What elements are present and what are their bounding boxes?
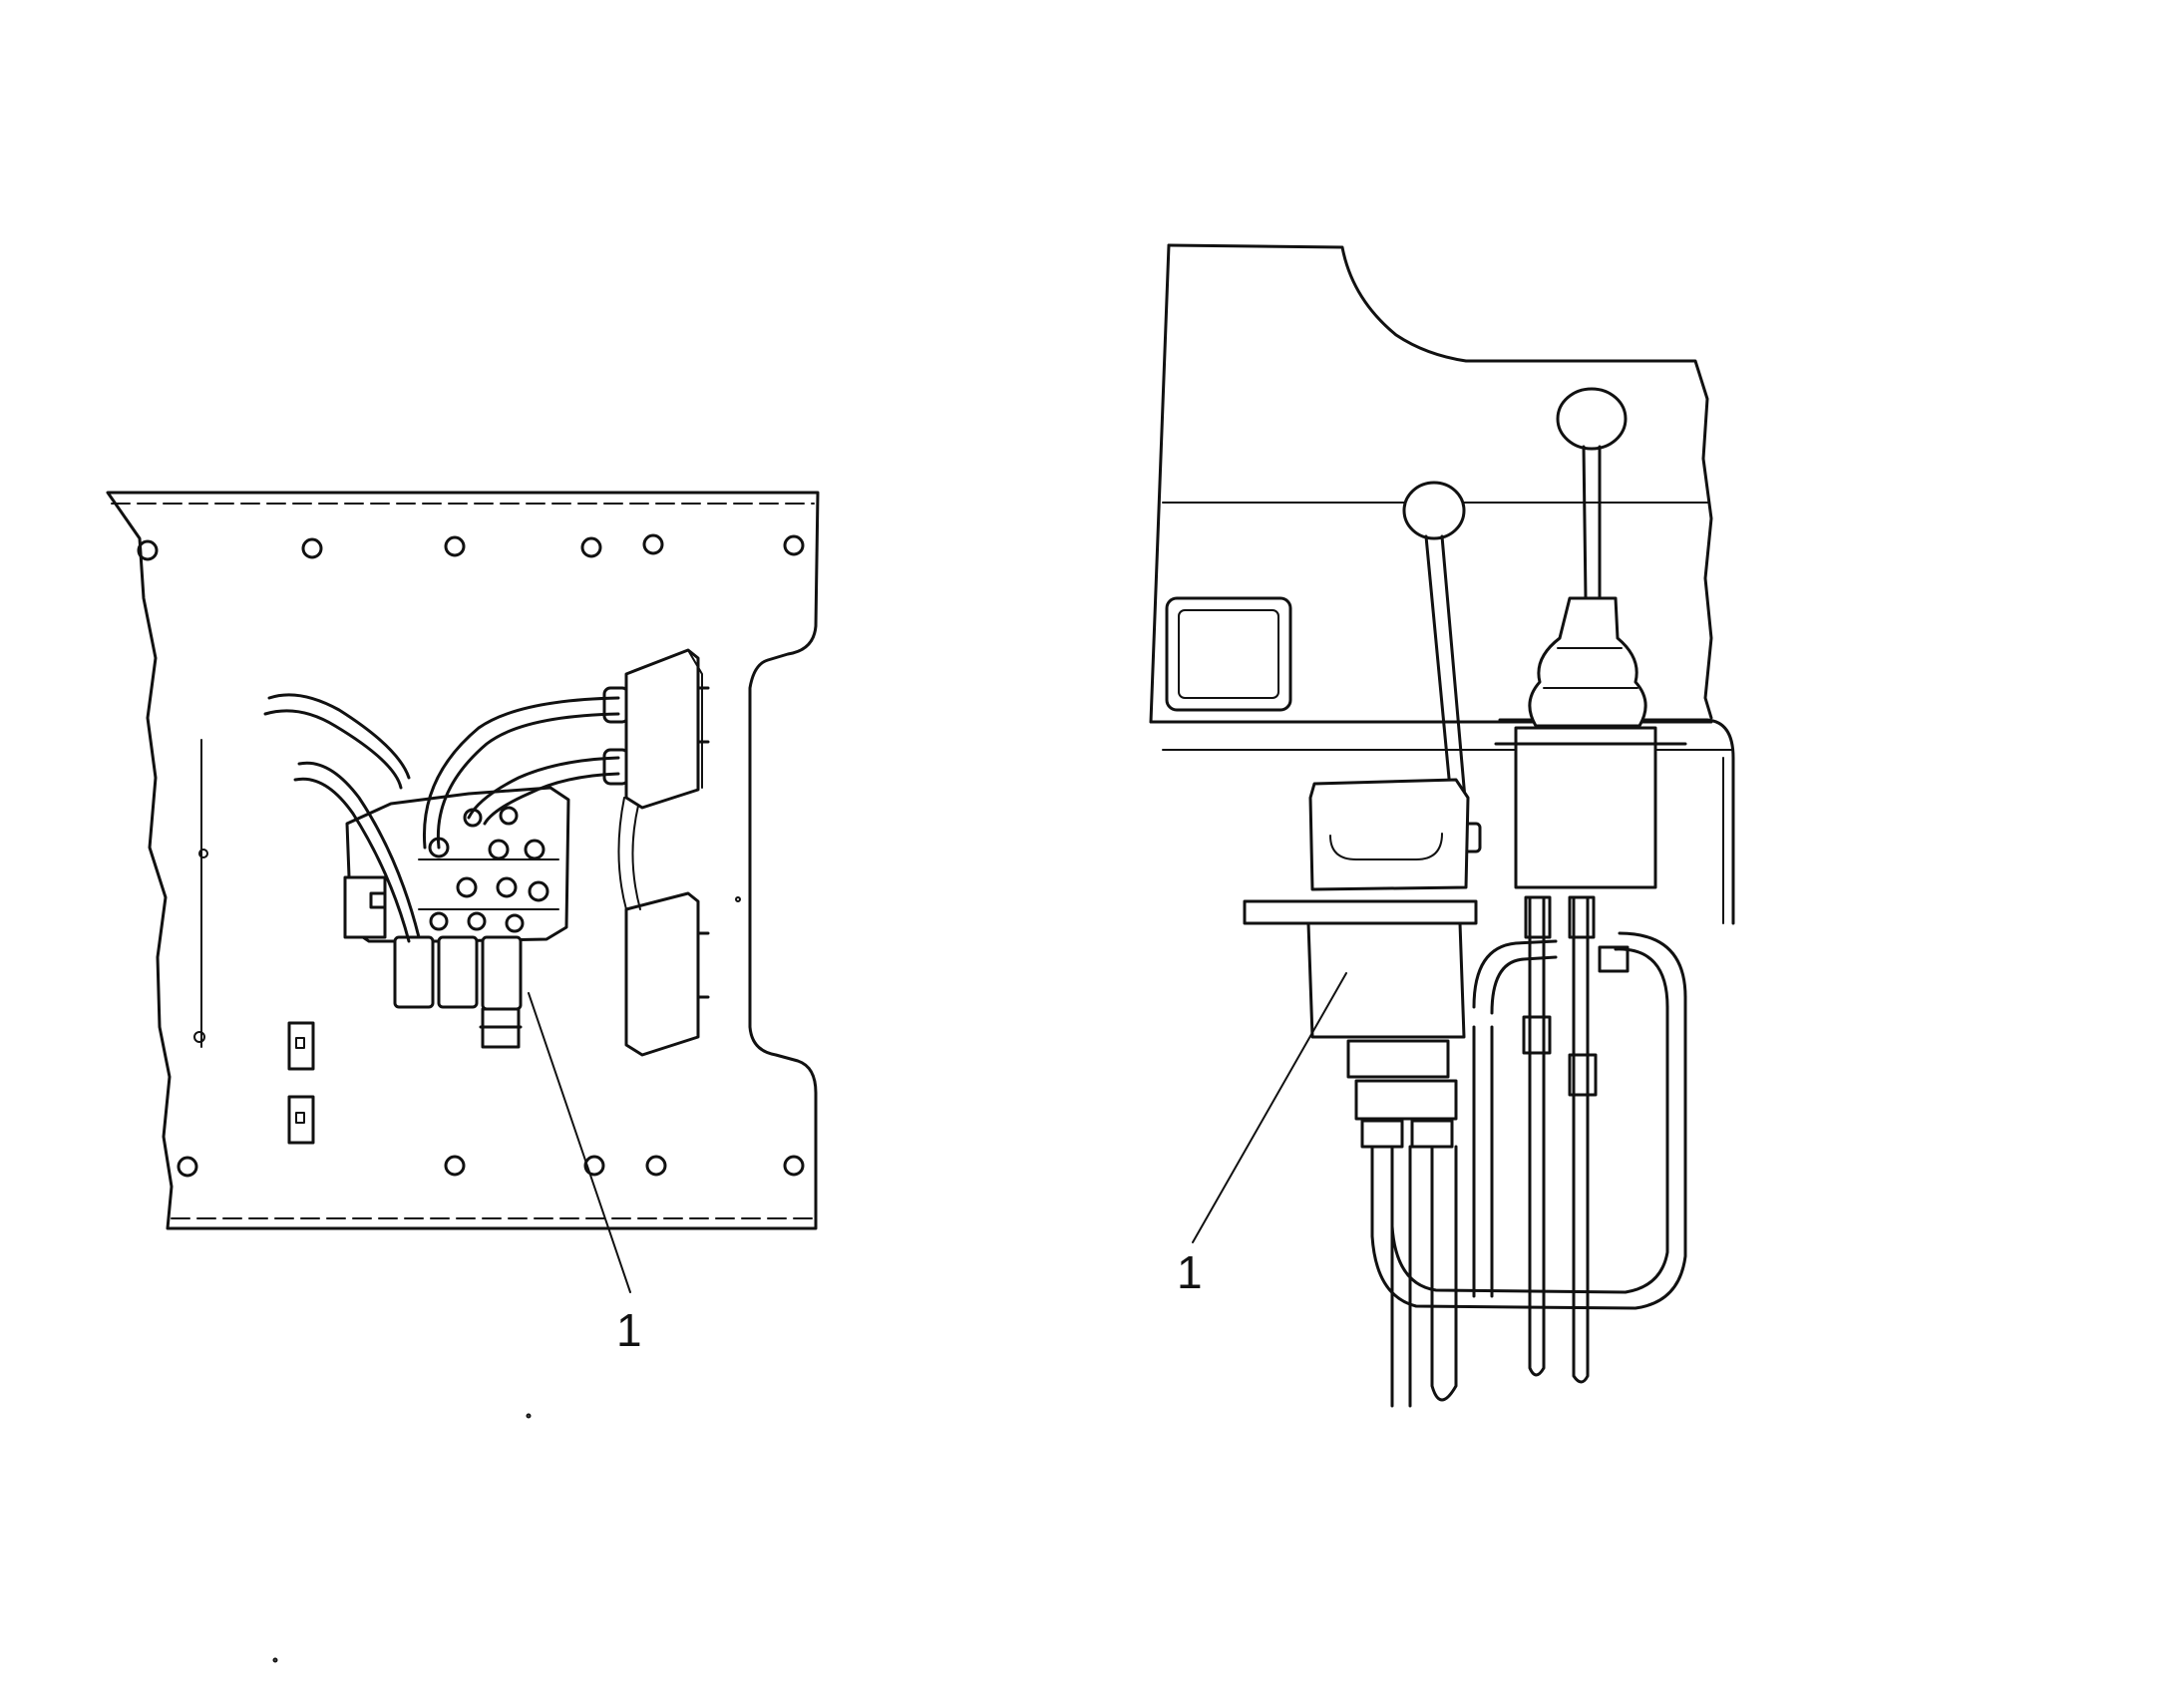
left-view-small-brackets [287, 1021, 315, 1145]
left-view-foot-pedals [617, 648, 710, 1057]
right-view-callout-label: 1 [1177, 1246, 1203, 1298]
left-view-mounting-holes [137, 533, 805, 1178]
left-view-control-valve [343, 786, 570, 1049]
left-view-callout-leader [528, 992, 631, 1293]
right-view-tall-lever [1494, 387, 1687, 889]
left-view-hydraulic-hoses [263, 686, 630, 943]
left-view-floor-plate [106, 491, 820, 1230]
right-view-hand-pump [1243, 778, 1478, 1149]
right-view-callout-leader [1192, 972, 1347, 1243]
right-view-hydraulic-lines [1370, 895, 1687, 1408]
left-view-callout-label: 1 [616, 1304, 642, 1356]
right-view-short-lever [1402, 481, 1482, 854]
